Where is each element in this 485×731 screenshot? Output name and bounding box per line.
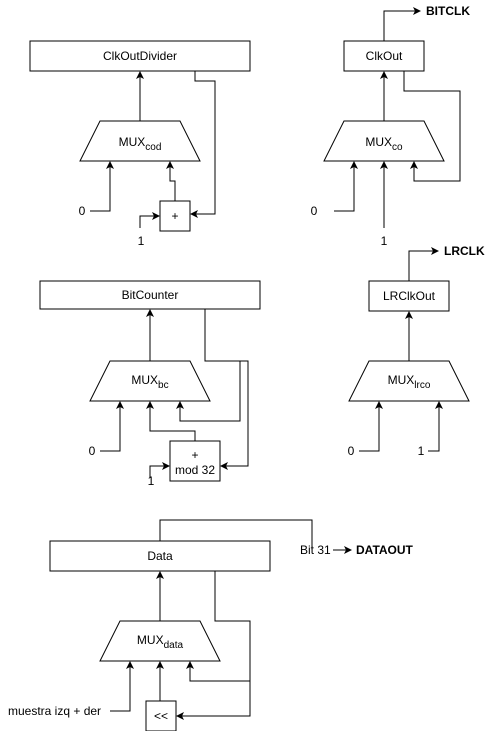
co-feedback-wire <box>403 71 461 182</box>
bc-one-wire <box>149 462 170 478</box>
co-one-label: 1 <box>381 234 388 248</box>
bitclk-wire <box>383 7 421 41</box>
co-zero-wire <box>334 161 358 212</box>
lrco-zero-label: 0 <box>348 444 355 458</box>
bit-counter-label: BitCounter <box>122 288 179 302</box>
bitclk-label: BITCLK <box>426 4 470 18</box>
dataout-label: DATAOUT <box>356 543 414 557</box>
data-sample-label: muestra izq + der <box>8 704 101 718</box>
mux-co-label: MUXco <box>365 135 403 153</box>
bc-zero-wire <box>100 401 124 452</box>
mux-data-shape <box>99 620 221 662</box>
co-zero-label: 0 <box>311 204 318 218</box>
bc-feedback-to-mux-wire <box>176 361 241 422</box>
cod-adder-label: + <box>171 209 178 223</box>
bit31-label: Bit 31 <box>300 543 331 557</box>
bc-adder-mod-label-1: + <box>191 448 198 462</box>
data-block <box>49 540 271 572</box>
lrclk-out-group: LRClkOut MUXlrco LRCLK 0 1 <box>348 244 485 458</box>
cod-feedback-wire <box>190 71 216 218</box>
clk-out-label: ClkOut <box>366 49 403 63</box>
cod-adder-to-mux-wire <box>166 161 176 201</box>
mux-co-shape <box>323 120 445 162</box>
cod-zero-label: 0 <box>79 204 86 218</box>
bc-feedback-to-adder-wire <box>204 309 249 470</box>
bc-one-label: 1 <box>148 474 155 488</box>
lrclk-wire <box>408 247 439 281</box>
cod-one-label: 1 <box>138 234 145 248</box>
bit-counter-group: BitCounter MUXbc + mod 32 0 1 <box>39 280 261 488</box>
lrclk-label: LRCLK <box>444 244 485 258</box>
mux-bc-label: MUXbc <box>131 373 168 391</box>
cod-zero-wire <box>90 161 114 212</box>
data-label: Data <box>147 549 173 563</box>
clk-out-divider-block <box>29 40 251 72</box>
bc-adder-mod-label-2: mod 32 <box>175 463 215 477</box>
mux-lrco-shape <box>348 360 470 402</box>
cod-one-wire <box>139 212 160 228</box>
bc-zero-label: 0 <box>89 444 96 458</box>
mux-cod-label: MUXcod <box>119 135 162 153</box>
lrco-one-wire <box>428 401 443 452</box>
lrclk-out-block <box>368 280 450 312</box>
bc-adder-mod-block <box>169 440 221 482</box>
data-feedback-to-mux-wire <box>186 661 250 682</box>
clk-out-divider-group: ClkOutDivider MUXcod + 0 1 <box>29 40 251 248</box>
data-feedback-to-shift-wire <box>176 571 251 720</box>
lrco-one-label: 1 <box>418 444 425 458</box>
data-shift-label: << <box>154 709 168 723</box>
mux-bc-shape <box>89 360 211 402</box>
lrco-zero-wire <box>359 401 383 452</box>
data-sample-wire <box>110 661 134 712</box>
bc-adder-to-mux-wire <box>146 401 196 441</box>
mux-data-label: MUXdata <box>137 633 184 651</box>
mux-cod-shape <box>79 120 201 162</box>
data-shift-block <box>145 700 177 731</box>
clk-out-divider-label: ClkOutDivider <box>103 49 177 63</box>
mux-lrco-label: MUXlrco <box>388 373 431 391</box>
data-group: Data MUXdata << Bit 31 DATAOUT muestra i… <box>8 519 414 731</box>
clk-out-group: ClkOut MUXco BITCLK 0 1 <box>311 4 471 248</box>
bit31-tap-wire <box>159 519 313 550</box>
lrclk-out-label: LRClkOut <box>383 289 436 303</box>
